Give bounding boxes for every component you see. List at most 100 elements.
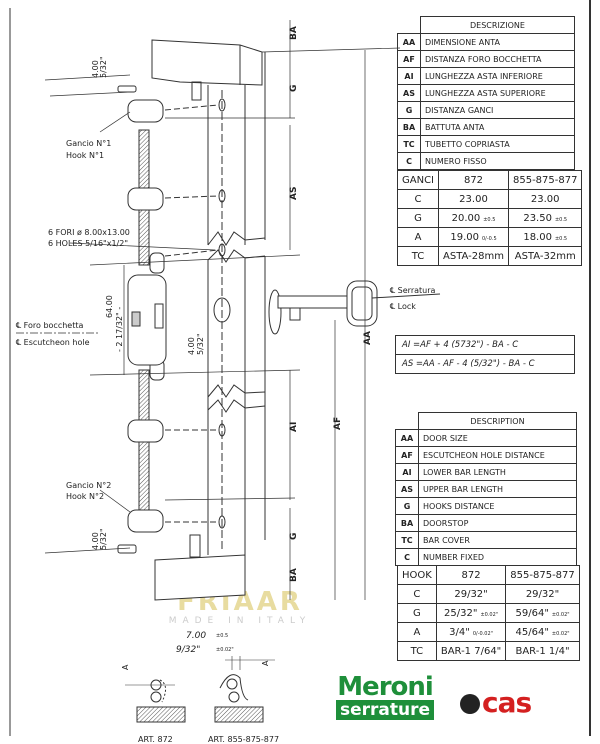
row-code: G <box>395 497 419 515</box>
row-text: DISTANZA FORO BOCCHETTA <box>420 50 575 68</box>
value: 23.00 <box>459 193 488 205</box>
row-code: C <box>397 152 421 170</box>
key <box>268 280 378 335</box>
row-code: AS <box>395 480 419 498</box>
art-855-label: ART. 855-875-877 <box>208 735 279 744</box>
row-text: LUNGHEZZA ASTA SUPERIORE <box>420 84 575 102</box>
tolerance: 0/-0.02" <box>472 630 493 637</box>
row-key: TC <box>397 641 437 661</box>
value: 29/32" <box>525 588 560 600</box>
row-code: AF <box>395 446 419 464</box>
row-text: DOORSTOP <box>418 514 577 532</box>
detail-mm-tol: ±0.5 <box>216 633 228 639</box>
value: 3/4" <box>449 626 470 638</box>
row-text: NUMBER FIXED <box>418 548 577 566</box>
cell: 23.00 <box>507 189 583 209</box>
cell: ASTA-28mm <box>438 246 509 266</box>
tolerance: ±0.02" <box>551 611 570 618</box>
row-code: AA <box>395 429 419 447</box>
header-cell: 872 <box>438 170 509 190</box>
top-block <box>151 39 263 101</box>
label-aa: AA <box>363 331 373 345</box>
row-key: TC <box>396 246 440 266</box>
cell: 20.00±0.5 <box>438 208 509 228</box>
dim-64-in: - 2 17/32" - <box>115 307 124 352</box>
cell: 29/32" <box>505 584 580 604</box>
detail-mm: 7.00 <box>186 631 206 641</box>
row-code: C <box>395 548 419 566</box>
frame-plate <box>207 52 266 555</box>
row-code: TC <box>395 531 419 549</box>
cell: 59/64"±0.02" <box>505 603 580 623</box>
value: 19.00 <box>450 231 479 243</box>
row-text: LUNGHEZZA ASTA INFERIORE <box>420 67 575 85</box>
label-ba-top: BA <box>289 26 299 40</box>
row-key: G <box>397 603 437 623</box>
row-key: C <box>397 584 437 604</box>
header-cell: GANCI <box>396 170 440 190</box>
row-code: BA <box>395 514 419 532</box>
dim-top-in: 5/32" <box>99 56 108 78</box>
header-cell: 855-875-877 <box>507 170 583 190</box>
header-cell: 855-875-877 <box>505 565 580 585</box>
dim-64-mm: 64.00 <box>105 295 114 318</box>
tolerance: ±0.02" <box>480 611 499 618</box>
row-text: BATTUTA ANTA <box>420 118 575 136</box>
value: 23.00 <box>530 193 560 205</box>
tolerance: ±0.5 <box>554 216 568 223</box>
hooks <box>117 85 165 554</box>
label-ai: AI <box>289 422 299 432</box>
icas-emblem-icon <box>460 694 480 714</box>
art-872-label: ART. 872 <box>138 735 173 744</box>
row-key: G <box>396 208 440 228</box>
meroni-logo-top: Meroni <box>337 672 434 702</box>
row-text: BAR COVER <box>418 531 577 549</box>
hook-detail-872 <box>125 679 186 723</box>
header-cell: 872 <box>435 565 507 585</box>
value: BAR-1 7/64" <box>440 645 502 657</box>
meroni-logo: Meroni serrature <box>336 674 434 720</box>
cell: 3/4"0/-0.02" <box>435 622 507 642</box>
value: 18.00 <box>523 231 552 243</box>
tolerance: ±0.02" <box>551 630 570 637</box>
tolerance: ±0.5 <box>554 235 568 242</box>
row-text: TUBETTO COPRIASTA <box>420 135 575 153</box>
row-text: DIMENSIONE ANTA <box>420 33 575 51</box>
meroni-logo-bottom: serrature <box>336 700 434 720</box>
row-key: A <box>397 622 437 642</box>
hook-axes <box>164 104 219 523</box>
cell: 23.50±0.5 <box>507 208 583 228</box>
hook1-label-it: Gancio N°1 <box>66 139 111 148</box>
row-text: NUMERO FISSO <box>420 152 575 170</box>
value: BAR-1 1/4" <box>515 645 570 657</box>
value: ASTA-28mm <box>443 250 504 262</box>
row-text: ESCUTCHEON HOLE DISTANCE <box>418 446 577 464</box>
hook2-label-it: Gancio N°2 <box>66 481 111 490</box>
lock-label-it: ℄ Serratura <box>390 286 436 295</box>
row-code: TC <box>397 135 421 153</box>
hook-detail-855 <box>214 656 275 723</box>
value: 59/64" <box>515 607 549 619</box>
label-ba-bot: BA <box>289 568 299 582</box>
